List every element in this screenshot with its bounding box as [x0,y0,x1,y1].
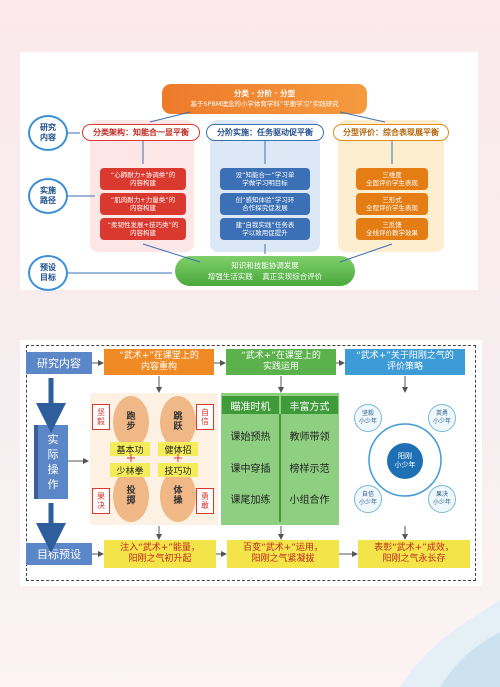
practice-tab: 实际操作 [34,425,68,499]
cycle-node: 坚毅小少年 [354,404,382,432]
corner-tag-br: 勇敢 [196,488,214,514]
petal-jump: 跳跃 [160,396,196,448]
column-2-header: 分阶实施：任务驱动促平衡 [206,124,324,141]
bottom-frame [26,345,476,581]
practice-cell: 榜样示范 [289,463,330,475]
column-2-item: 建“自我实践”任务表学以致用促提升 [220,218,310,240]
column-1-item: “柔韧性发展+技巧类”的内容构建 [100,218,186,240]
label-research-content: 研究内容 [28,115,68,151]
column-1-item: “肌肉耐力+力量类”的内容构建 [100,193,186,215]
top-banner: 分类 · 分阶 · 分型 基于SPBM理念的小学体育学科“平衡学习”实践研究 [162,84,367,114]
label-preset-goal: 预设目标 [28,255,68,291]
section-header-content: “武术+”在课堂上的内容重构 [104,349,214,375]
cycle-node: 果决小少年 [428,485,456,513]
column-3-header: 分型评价：综合表现展平衡 [333,124,449,141]
label-fitness: 健体招 [158,442,198,456]
corner-tag-tl: 坚毅 [92,404,110,430]
column-1-item: “心肺耐力+协调类”的内容构建 [100,168,186,190]
section-header-evaluation: “武术+”关于阳刚之气的评价策略 [345,349,465,375]
column-2-item: 创“感知体验”学习环合作探究促发展 [220,193,310,215]
column-1-header: 分类架构：知能合一显平衡 [82,124,200,141]
practice-cell: 课始预热 [230,431,271,443]
cycle-center: 阳刚小少年 [387,443,423,479]
section-header-practice: “武术+”在课堂上的实践运用 [226,349,336,375]
petal-gymnastics: 体操 [160,470,196,522]
practice-header-timing: 瞄准时机 [222,396,279,414]
column-2-item: 设“知能合一”学习单学做学习明目标 [220,168,310,190]
practice-cell: 教师带领 [289,431,330,443]
cycle-node: 英勇小少年 [428,404,456,432]
column-3-item: 三维度全面评价学生表现 [356,168,428,190]
top-bottom-goal: 知识和技能协调发展 增强生活实践 真正实现综合评价 [175,256,355,286]
petal-run: 跑步 [113,396,149,448]
corner-tag-tr: 自信 [196,404,214,430]
corner-tag-bl: 果决 [92,488,110,514]
column-3-item: 三形式全程评价学生表现 [356,193,428,215]
practice-cell: 小组合作 [289,494,330,506]
practice-header-method: 丰富方式 [281,396,338,414]
research-content-tab: 研究内容 [26,352,92,374]
petal-throw: 投掷 [113,470,149,522]
label-implementation-path: 实施路径 [28,178,68,214]
goal-box-1: 注入“武术+”能量，阳刚之气初升起 [104,540,216,568]
cycle-node: 自信小少年 [354,485,382,513]
goal-box-2: 百变“武术+”运用，阳刚之气紧凝拔 [227,540,339,568]
practice-cell: 课中穿插 [230,463,271,475]
label-shaolin: 少林拳 [110,463,150,477]
practice-divider [279,414,281,522]
label-skill: 技巧功 [158,463,198,477]
label-basic: 基本功 [110,442,150,456]
column-3-item: 三反馈全线评价教学效果 [356,218,428,240]
practice-cell: 课尾加练 [230,494,271,506]
goal-box-3: 表彰“武术+”成效，阳刚之气永长存 [358,540,470,568]
